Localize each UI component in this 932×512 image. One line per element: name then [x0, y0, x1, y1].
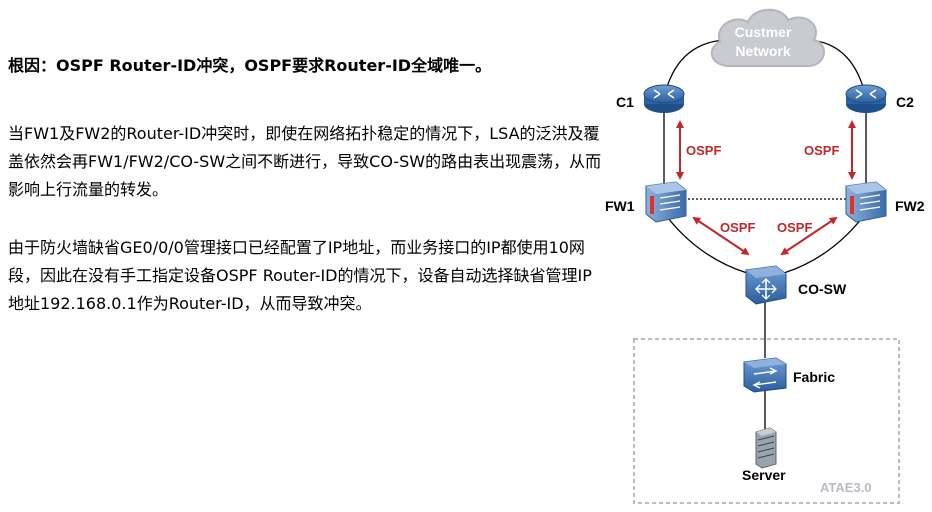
router-icon [845, 84, 887, 113]
firewall-icon [845, 181, 887, 223]
ospf-label-fw2-cosw: OSPF [777, 220, 812, 235]
ospf-label-fw1-cosw: OSPF [720, 220, 755, 235]
node-label-server: Server [742, 467, 786, 483]
ospf-label-c2-fw2: OSPF [804, 143, 839, 158]
fabric-zone [633, 338, 900, 504]
ospf-arrows [676, 120, 856, 256]
root-cause-heading: 根因：OSPF Router-ID冲突，OSPF要求Router-ID全域唯一。 [8, 56, 492, 75]
node-label-c2: C2 [896, 94, 914, 110]
firewall-icon [645, 181, 687, 223]
ospf-arrow-fw1-cosw [692, 216, 750, 256]
node-label-cosw: CO-SW [798, 281, 847, 297]
explanation-paragraph-2: 由于防火墙缺省GE0/0/0管理接口已经配置了IP地址，而业务接口的IP都使用1… [8, 238, 592, 313]
node-label-fw1: FW1 [605, 198, 635, 214]
node-label-fw2: FW2 [895, 198, 925, 214]
node-label-fabric: Fabric [793, 369, 835, 385]
ospf-arrow-fw2-cosw [780, 216, 838, 256]
switch-icon [745, 265, 787, 305]
cloud-label-line2: Network [735, 43, 790, 59]
fabric-switch-icon [743, 357, 787, 393]
cloud-label-line1: Custmer [735, 24, 792, 40]
cloud-icon: Custmer Network [710, 8, 825, 67]
atae-watermark: ATAE3.0 [820, 480, 872, 495]
ospf-label-c1-fw1: OSPF [686, 143, 721, 158]
router-icon [643, 84, 685, 113]
server-icon [755, 427, 777, 469]
explanation-paragraph-1: 当FW1及FW2的Router-ID冲突时，即使在网络拓扑稳定的情况下，LSA的… [8, 124, 602, 199]
node-label-c1: C1 [616, 94, 634, 110]
